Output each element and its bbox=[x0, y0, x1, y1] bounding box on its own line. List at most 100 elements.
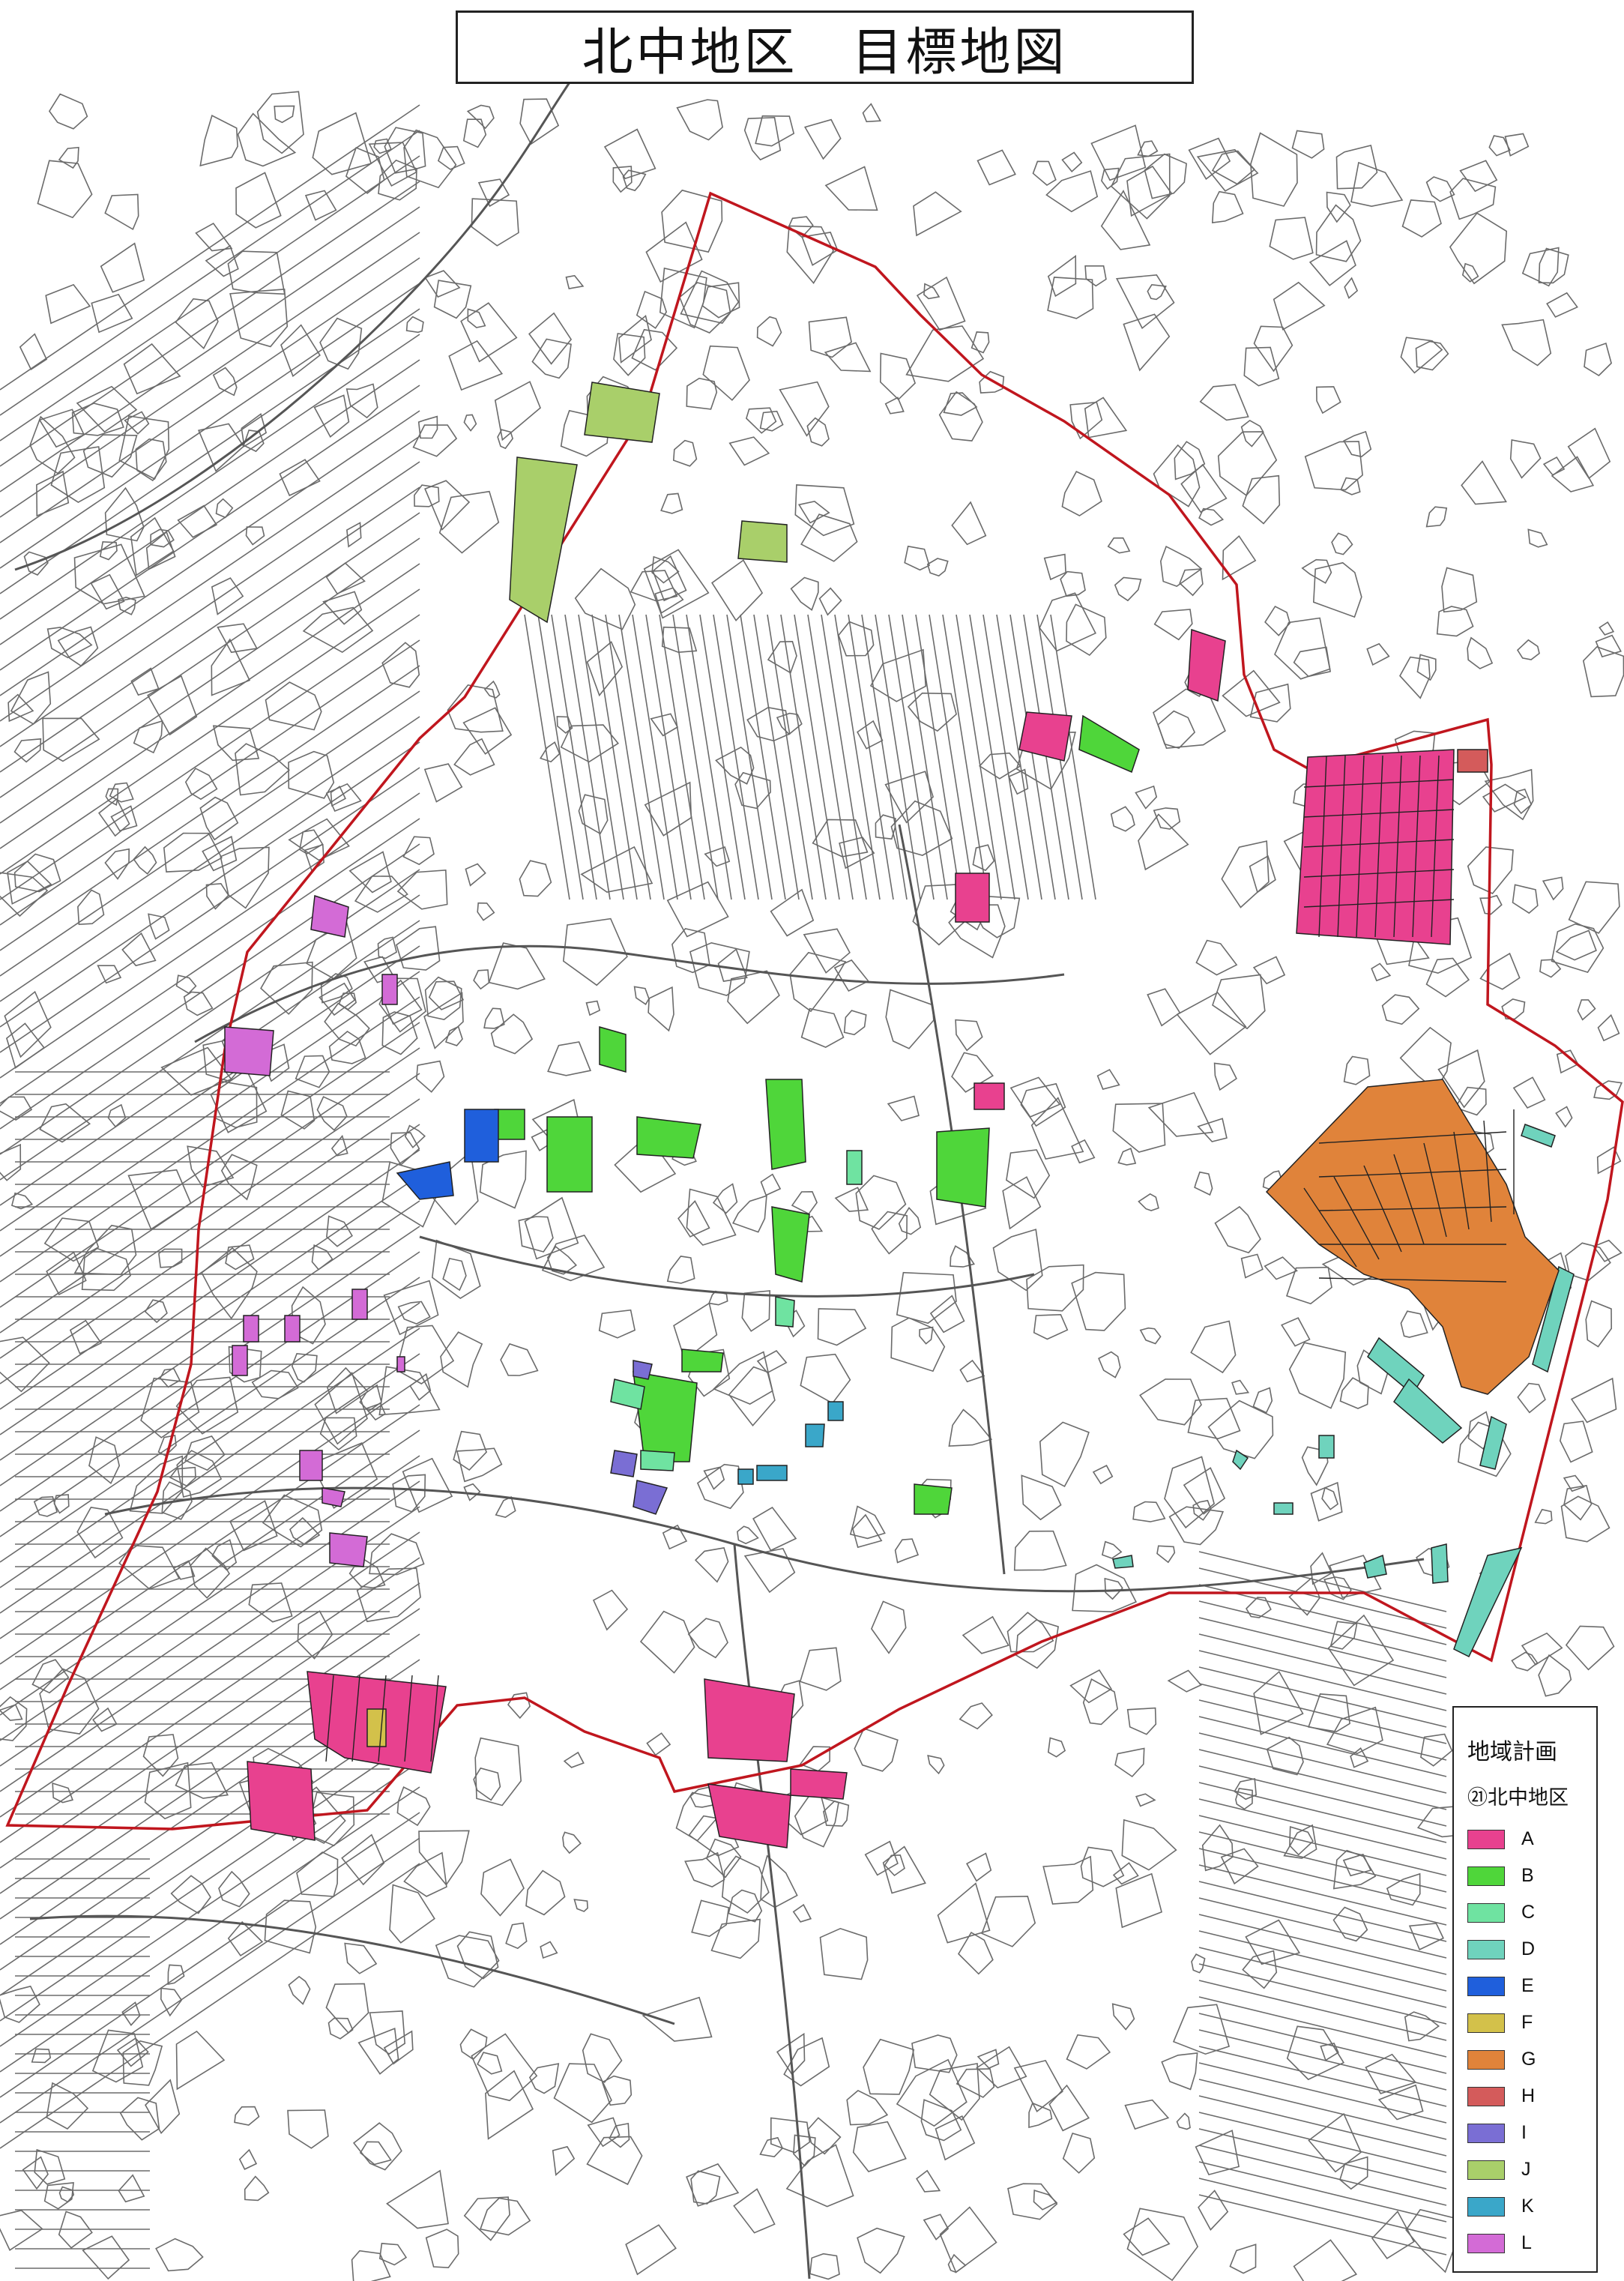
parcel-outline bbox=[46, 2082, 89, 2130]
parcel-line bbox=[605, 614, 651, 900]
parcel-outline bbox=[1560, 1495, 1611, 1543]
parcel-line bbox=[780, 614, 827, 900]
parcel-outline bbox=[1286, 2025, 1345, 2081]
zone-parcel-b bbox=[633, 1371, 698, 1462]
parcel-line bbox=[1198, 1947, 1447, 2008]
parcel-outline bbox=[183, 991, 214, 1016]
parcel-outline bbox=[701, 282, 740, 319]
parcel-outline bbox=[800, 1007, 845, 1048]
parcel-outline bbox=[857, 720, 884, 750]
parcel-outline bbox=[1342, 1853, 1372, 1877]
parcel-outline bbox=[644, 781, 692, 837]
parcel-outline bbox=[976, 2049, 1000, 2069]
parcel-outline bbox=[229, 1500, 278, 1552]
legend: 地域計画 ㉑北中地区 A B C D E F G H I J K L bbox=[1452, 1706, 1598, 2273]
parcel-outline bbox=[377, 936, 398, 959]
parcel-outline bbox=[462, 707, 513, 755]
zone-subdivision-line bbox=[1453, 1131, 1470, 1230]
parcel-outline bbox=[424, 976, 462, 1020]
parcel-outline bbox=[574, 567, 636, 630]
zone-parcel-d bbox=[1532, 1265, 1575, 1373]
parcel-line bbox=[0, 1455, 420, 1741]
parcel-outline bbox=[898, 1206, 922, 1235]
parcel-outline bbox=[1192, 1499, 1212, 1521]
parcel-outline bbox=[809, 2253, 840, 2280]
parcel-outline bbox=[790, 576, 819, 611]
parcel-outline bbox=[1229, 2244, 1257, 2274]
parcel-outline bbox=[650, 713, 679, 737]
parcel-outline bbox=[474, 1737, 522, 1807]
parcel-outline bbox=[1214, 1205, 1261, 1254]
parcel-outline bbox=[121, 932, 157, 967]
parcel-outline bbox=[1585, 1300, 1613, 1348]
parcel-outline bbox=[465, 863, 486, 887]
parcel-outline bbox=[1159, 545, 1203, 587]
parcel-line bbox=[848, 614, 894, 900]
parcel-outline bbox=[767, 640, 797, 674]
parcel-outline bbox=[1308, 1693, 1350, 1733]
parcel-outline bbox=[383, 2030, 414, 2065]
zone-parcel-c bbox=[640, 1450, 675, 1471]
parcel-outline bbox=[677, 1200, 710, 1238]
parcel-outline bbox=[1323, 1576, 1352, 1600]
parcel-outline bbox=[1274, 617, 1331, 680]
parcel-outline bbox=[1032, 160, 1057, 186]
parcel-line bbox=[0, 1175, 420, 1461]
parcel-outline bbox=[325, 562, 366, 595]
parcel-outline bbox=[927, 1755, 945, 1775]
parcel-outline bbox=[127, 1169, 192, 1230]
parcel-outline bbox=[1161, 2052, 1198, 2091]
parcel-outline bbox=[563, 1751, 585, 1768]
parcel-outline bbox=[971, 331, 990, 354]
parcel-outline bbox=[1100, 190, 1151, 250]
parcel-outline bbox=[118, 596, 136, 615]
parcel-outline bbox=[140, 1377, 200, 1438]
parcel-outline bbox=[1269, 217, 1314, 260]
parcel-outline bbox=[210, 1069, 268, 1133]
parcel-line bbox=[1198, 1567, 1447, 1629]
parcel-outline bbox=[648, 986, 674, 1032]
parcel-line bbox=[0, 283, 420, 569]
parcel-outline bbox=[894, 1538, 920, 1564]
zone-subdivision-line bbox=[1374, 755, 1383, 938]
parcel-outline bbox=[424, 480, 471, 531]
parcel-line bbox=[537, 614, 584, 900]
parcel-outline bbox=[882, 1845, 926, 1894]
parcel-outline bbox=[573, 1899, 588, 1912]
parcel-line bbox=[0, 257, 420, 543]
parcel-outline bbox=[560, 724, 619, 763]
parcel-outline bbox=[1381, 994, 1420, 1025]
parcel-line bbox=[0, 1863, 420, 2149]
parcel-outline bbox=[1231, 1379, 1250, 1395]
parcel-outline bbox=[1123, 2217, 1171, 2256]
parcel-outline bbox=[119, 2097, 160, 2141]
parcel-outline bbox=[935, 2115, 976, 2161]
parcel-outline bbox=[109, 782, 134, 803]
parcel-line bbox=[1198, 2128, 1447, 2190]
parcel-outline bbox=[403, 1851, 447, 1897]
parcel-outline bbox=[642, 1996, 713, 2042]
parcel-outline bbox=[1114, 576, 1142, 602]
parcel-outline bbox=[791, 1190, 818, 1215]
parcel-outline bbox=[1191, 1953, 1206, 1974]
zone-parcel-l bbox=[381, 974, 398, 1005]
parcel-outline bbox=[759, 2136, 784, 2158]
parcel-outline bbox=[172, 1560, 196, 1580]
zone-parcel-j bbox=[584, 382, 660, 443]
zone-parcel-g bbox=[1265, 1079, 1560, 1395]
parcel-outline bbox=[473, 969, 490, 990]
parcel-outline bbox=[686, 1188, 737, 1246]
parcel-outline bbox=[833, 959, 869, 992]
parcel-outline bbox=[1567, 427, 1611, 480]
parcel-outline bbox=[316, 1096, 348, 1131]
parcel-outline bbox=[1288, 1342, 1347, 1409]
zone-parcel-l bbox=[329, 1532, 368, 1567]
legend-swatch bbox=[1467, 1902, 1505, 1923]
zone-parcel-e bbox=[464, 1109, 499, 1163]
parcel-outline bbox=[1220, 1848, 1259, 1885]
zone-parcel-d bbox=[1363, 1554, 1387, 1579]
parcel-outline bbox=[1153, 807, 1181, 830]
parcel-outline bbox=[1235, 1788, 1253, 1810]
parcel-outline bbox=[460, 302, 518, 363]
